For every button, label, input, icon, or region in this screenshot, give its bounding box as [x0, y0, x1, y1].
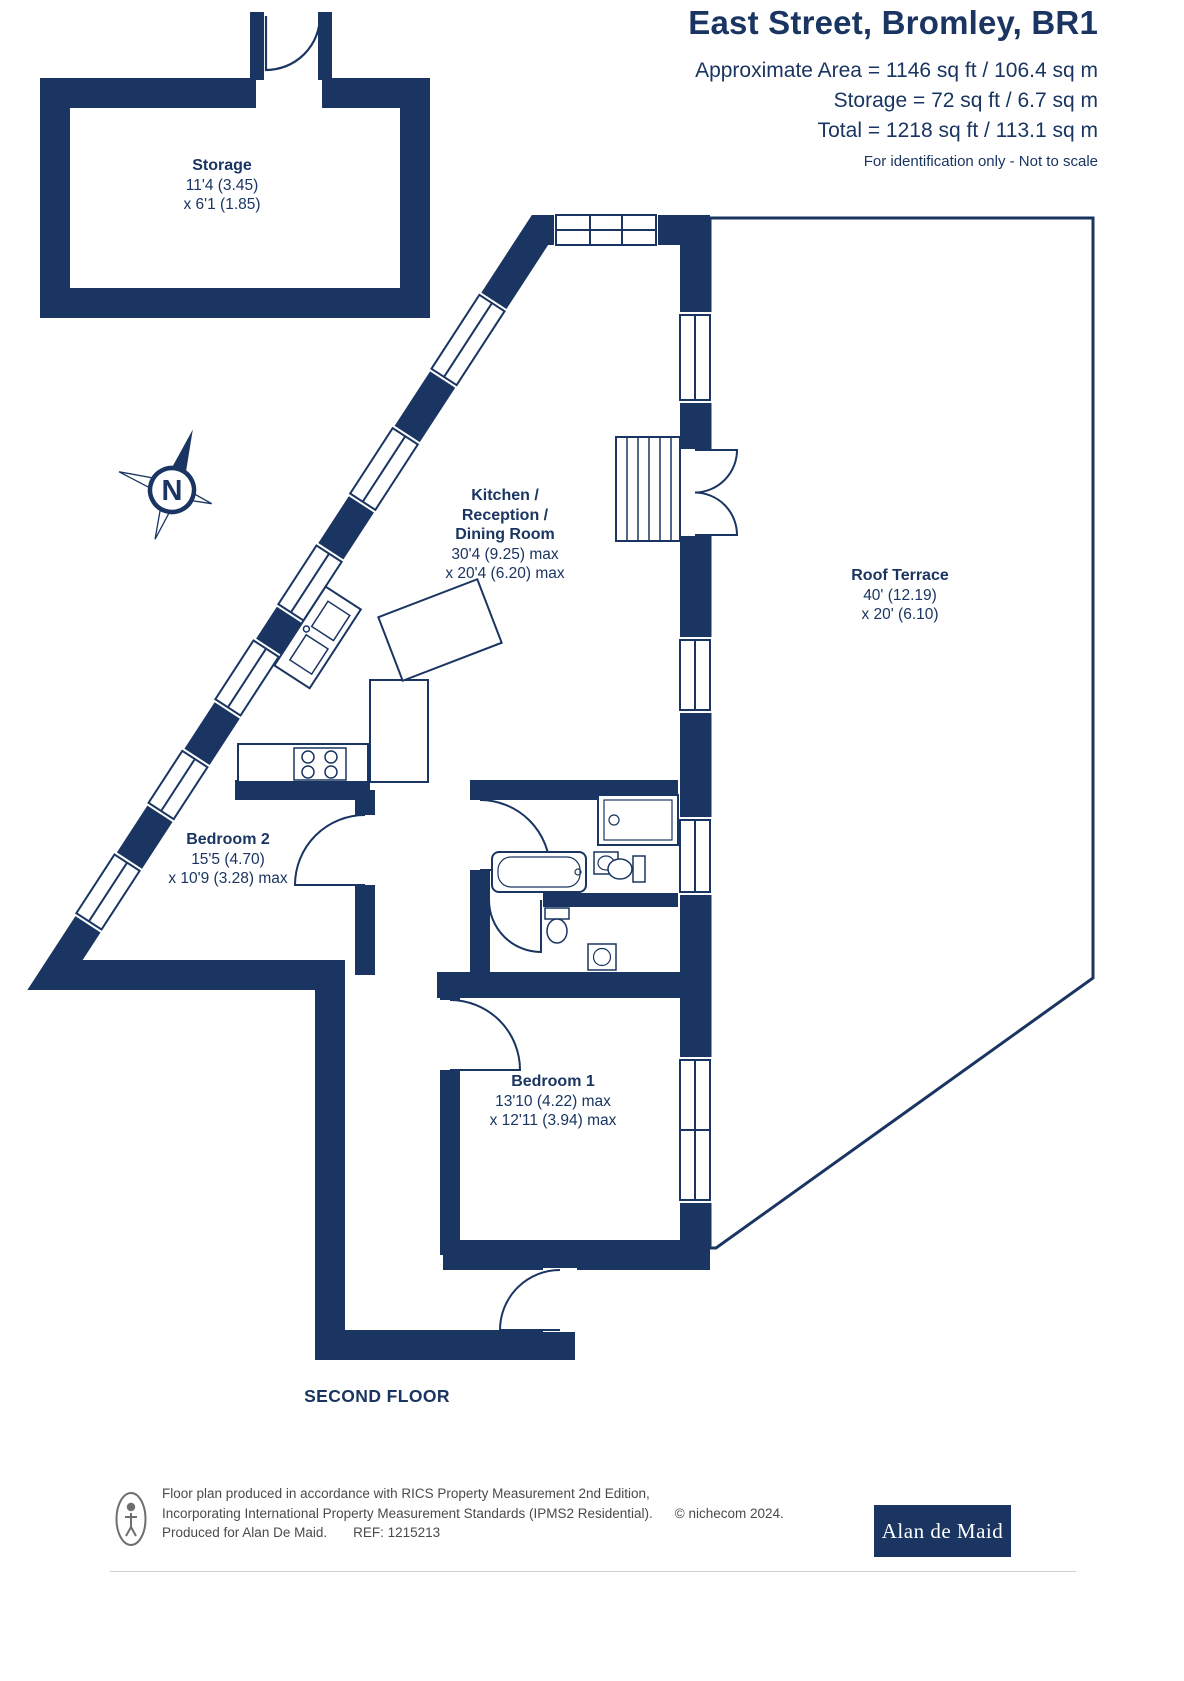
- footer: Floor plan produced in accordance with R…: [162, 1484, 784, 1543]
- kitchen-island: [377, 577, 503, 683]
- room-dim: 13'10 (4.22) max: [495, 1092, 611, 1110]
- room-label-bedroom2: Bedroom 2 15'5 (4.70) x 10'9 (3.28) max: [98, 830, 358, 889]
- toilet: [544, 907, 570, 944]
- brand-name: Alan de Maid: [881, 1518, 1004, 1543]
- footer-line3: Produced for Alan De Maid. REF: 1215213: [162, 1523, 784, 1543]
- basin: [587, 943, 617, 971]
- reference-number: REF: 1215213: [353, 1525, 441, 1540]
- room-name: Kitchen /: [471, 487, 539, 504]
- roof-terrace-outline: [708, 216, 1095, 1250]
- windows: [71, 211, 712, 1203]
- shower: [597, 794, 679, 846]
- bathtub: [491, 851, 587, 893]
- apartment-walls: [27, 215, 710, 1360]
- storage-walls: [40, 12, 430, 318]
- kitchen-fixtures: [237, 577, 503, 783]
- alan-de-maid-logo: Alan de Maid: [874, 1505, 1011, 1557]
- window: [678, 817, 712, 895]
- room-name: Dining Room: [455, 526, 555, 543]
- compass-north-label: N: [162, 475, 183, 507]
- person-icon: [115, 1492, 147, 1546]
- footer-line2-text: Incorporating International Property Mea…: [162, 1505, 653, 1521]
- compass-rose: N: [118, 429, 213, 540]
- toilet: [607, 855, 646, 883]
- door-arc: [264, 15, 322, 72]
- door-arc: [449, 999, 522, 1071]
- page-title: East Street, Bromley, BR1: [688, 4, 1098, 41]
- entrance-door: [498, 1268, 577, 1332]
- copyright-text: © nichecom 2024.: [674, 1505, 784, 1521]
- french-doors-terrace: [678, 449, 739, 536]
- room-name: Reception /: [461, 506, 549, 524]
- window: [678, 312, 712, 403]
- footer-line2: Incorporating International Property Mea…: [162, 1504, 784, 1524]
- approximate-area-text: Approximate Area = 1146 sq ft / 106.4 sq…: [695, 59, 1098, 82]
- room-label-kitchen: Kitchen / Reception / Dining Room 30'4 (…: [375, 486, 635, 584]
- hob: [293, 747, 347, 781]
- storage-area-text: Storage = 72 sq ft / 6.7 sq m: [833, 89, 1098, 112]
- room-label-bedroom1: Bedroom 1 13'10 (4.22) max x 12'11 (3.94…: [423, 1072, 683, 1131]
- window: [678, 637, 712, 713]
- window: [71, 849, 145, 935]
- room-label-storage: Storage 11'4 (3.45) x 6'1 (1.85): [92, 156, 352, 215]
- door-arc: [488, 899, 542, 954]
- disclaimer-text: For identification only - Not to scale: [863, 153, 1098, 170]
- room-label-roof-terrace: Roof Terrace 40' (12.19) x 20' (6.10): [770, 566, 1030, 625]
- kitchen-sink: [273, 585, 363, 690]
- total-area-text: Total = 1218 sq ft / 113.1 sq m: [817, 119, 1098, 142]
- window: [210, 635, 284, 721]
- room-dim: x 20'4 (6.20) max: [445, 565, 565, 582]
- footer-line1: Floor plan produced in accordance with R…: [162, 1486, 650, 1501]
- window: [554, 211, 658, 249]
- door-arc: [293, 814, 366, 886]
- room-dim: x 10'9 (3.28) max: [168, 870, 288, 887]
- bathroom-fixtures: [491, 794, 679, 971]
- window: [345, 423, 423, 515]
- room-dim: 15'5 (4.70): [191, 850, 265, 868]
- footer-divider: [110, 1571, 1076, 1572]
- stairs: [615, 436, 681, 542]
- room-name: Bedroom 1: [511, 1073, 595, 1090]
- room-dim: x 6'1 (1.85): [183, 196, 261, 213]
- floor-label: SECOND FLOOR: [304, 1386, 450, 1406]
- room-name: Roof Terrace: [851, 567, 949, 584]
- window: [143, 746, 213, 824]
- interior-walls: [235, 780, 682, 1270]
- room-dim: 30'4 (9.25) max: [451, 545, 559, 563]
- room-dim: x 12'11 (3.94) max: [489, 1112, 617, 1129]
- window: [426, 290, 510, 390]
- room-dim: 40' (12.19): [863, 586, 937, 604]
- room-name: Storage: [192, 157, 252, 174]
- produced-for-text: Produced for Alan De Maid.: [162, 1525, 328, 1540]
- room-dim: 11'4 (3.45): [185, 176, 259, 194]
- room-name: Bedroom 2: [186, 831, 270, 848]
- window: [678, 1057, 712, 1203]
- header: East Street, Bromley, BR1 Approximate Ar…: [688, 4, 1098, 170]
- room-dim: x 20' (6.10): [861, 606, 939, 623]
